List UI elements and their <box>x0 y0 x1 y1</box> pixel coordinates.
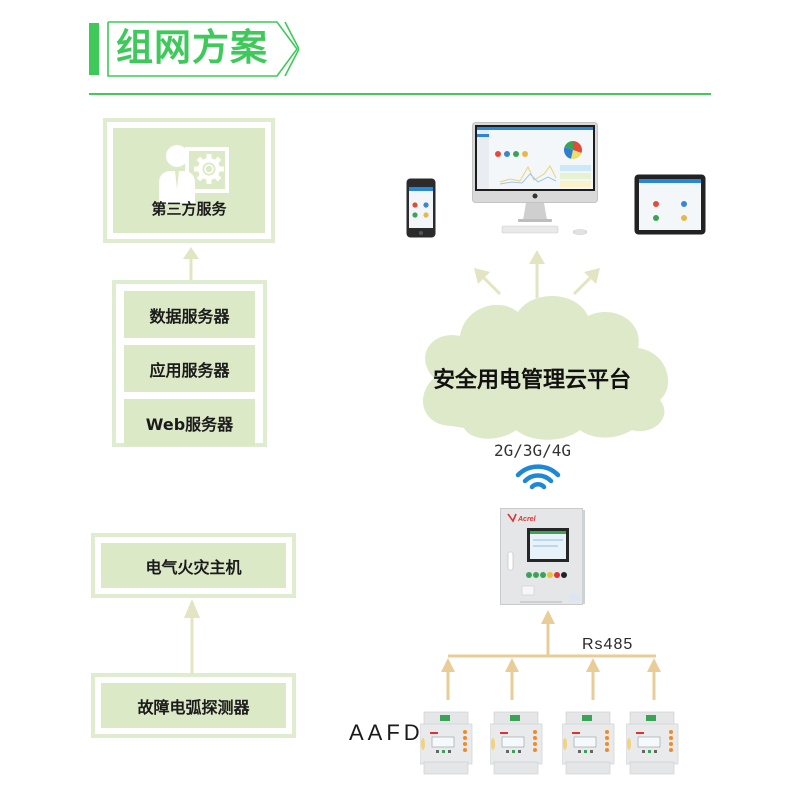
rs485-label: Rs485 <box>582 636 634 653</box>
cloud-platform-shape <box>422 250 669 440</box>
fire-host-box: 电气火灾主机 <box>91 533 296 598</box>
app-server-label: 应用服务器 <box>149 360 230 380</box>
smartphone-icon <box>406 178 436 238</box>
data-server-box: 数据服务器 <box>124 291 255 338</box>
user-gear-icon <box>159 145 229 203</box>
arrow-servers-to-third-party <box>183 247 199 281</box>
network-type-label: 2G/3G/4G <box>494 441 572 460</box>
server-stack-box: 数据服务器 应用服务器 Web服务器 <box>112 280 267 447</box>
third-party-service-box: 第三方服务 <box>103 118 275 243</box>
rs485-bus-lines <box>441 610 661 700</box>
third-party-service-label: 第三方服务 <box>151 200 227 218</box>
cloud-platform-label: 安全用电管理云平台 <box>433 368 632 393</box>
cabinet-brand-text: Acrel <box>517 516 537 523</box>
data-server-label: 数据服务器 <box>149 306 230 326</box>
page-title: 组网方案 <box>116 26 268 69</box>
aafd-device-icon <box>420 711 473 775</box>
aafd-device-icon <box>490 711 543 775</box>
arrow-arc-to-fire-host <box>184 599 200 676</box>
wifi-icon <box>515 464 561 490</box>
control-cabinet-icon: Acrel <box>500 508 585 605</box>
header-accent-bar <box>89 23 99 75</box>
web-server-label: Web服务器 <box>145 414 234 434</box>
header-title-frame <box>107 21 299 77</box>
tablet-icon <box>634 174 706 235</box>
aafd-device-icon <box>562 711 615 775</box>
web-server-box: Web服务器 <box>124 399 255 446</box>
header-divider <box>89 93 711 95</box>
arc-detector-label: 故障电弧探测器 <box>137 697 250 717</box>
aafd-device-row <box>420 710 690 782</box>
fire-host-label: 电气火灾主机 <box>145 557 242 577</box>
aafd-label: AAFD <box>349 720 424 745</box>
monitor-icon <box>472 122 598 235</box>
aafd-device-icon <box>626 711 679 775</box>
arc-detector-box: 故障电弧探测器 <box>91 673 296 738</box>
app-server-box: 应用服务器 <box>124 345 255 392</box>
